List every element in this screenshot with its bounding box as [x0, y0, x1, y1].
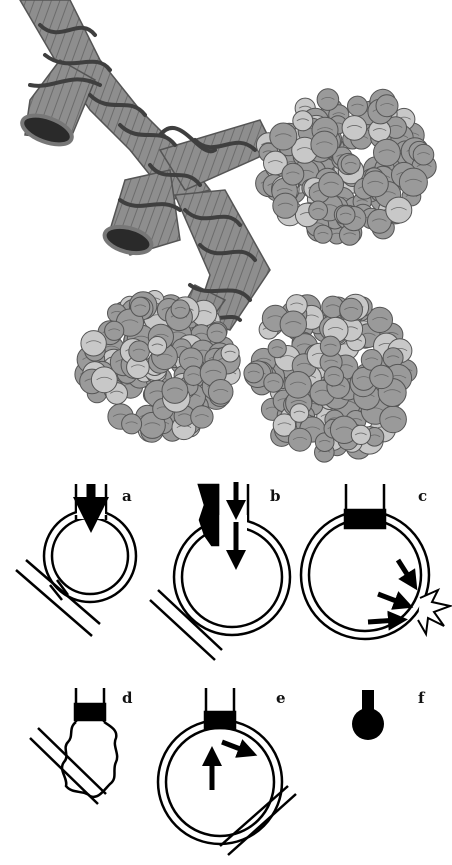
alveolus	[290, 404, 309, 423]
alveolus	[319, 172, 344, 197]
alveolus	[148, 337, 167, 356]
panel-f: f	[352, 689, 426, 740]
alveolus	[324, 367, 343, 386]
panel-e-plug	[205, 712, 235, 728]
alveolus	[399, 168, 427, 196]
alveolus	[314, 225, 332, 243]
alveolus	[376, 95, 398, 117]
panel-c-arrow-3	[368, 620, 398, 622]
alveolus	[221, 344, 239, 362]
panel-a-label: a	[122, 487, 132, 505]
alveolus	[320, 336, 340, 356]
panel-e-label: e	[276, 689, 286, 707]
alveolus	[374, 139, 401, 166]
panel-b-label: b	[270, 487, 281, 505]
panel-b-alveolus-outer	[174, 519, 290, 635]
alveolus	[171, 300, 189, 318]
alveolus	[351, 425, 370, 444]
alveolus	[268, 340, 286, 358]
alveolus	[162, 378, 188, 404]
panel-a: a	[16, 484, 136, 636]
alveolus	[191, 406, 213, 428]
alveolus	[273, 193, 298, 218]
panel-f-label: f	[418, 689, 426, 707]
alveolus	[413, 144, 434, 165]
alveolar-cluster-upper-right	[256, 89, 437, 245]
alveolus	[317, 89, 339, 111]
alveolar-cluster-lower-right	[244, 294, 417, 462]
alveolus	[288, 428, 311, 451]
alveolus	[309, 201, 328, 220]
panel-f-collapsed-alveolus	[352, 708, 384, 740]
panel-d-label: d	[122, 689, 133, 707]
panel-c-rupture	[418, 590, 450, 634]
alveolus	[105, 321, 124, 340]
alveolus	[270, 123, 297, 150]
alveolus	[362, 171, 388, 197]
alveolus	[348, 96, 368, 116]
alveolus	[285, 372, 312, 399]
alveolus	[293, 111, 313, 131]
panel-e-alveolus-outer	[158, 720, 282, 844]
panel-b: b	[150, 482, 290, 660]
alveolus	[341, 155, 360, 174]
alveolus	[342, 116, 367, 141]
alveolus	[81, 331, 106, 356]
bronchial-tree-illustration	[18, 0, 436, 462]
panel-d: d	[30, 688, 133, 804]
alveolus	[131, 297, 150, 316]
alveolus	[129, 341, 150, 362]
alveolus	[340, 298, 363, 321]
alveolus	[264, 373, 283, 392]
panel-e: e	[158, 688, 296, 855]
alveolus	[91, 367, 117, 393]
alveolus	[370, 365, 393, 388]
panel-d-plug	[75, 704, 105, 720]
panel-c: c	[301, 484, 450, 639]
alveolar-cluster-lower-left	[75, 291, 240, 443]
alveolus	[311, 131, 338, 158]
panel-c-label: c	[418, 487, 427, 505]
alveolus	[386, 197, 412, 223]
alveolus	[282, 163, 304, 185]
alveolus	[336, 206, 355, 225]
alveolus	[122, 414, 142, 434]
alveolus	[280, 311, 306, 337]
alveolus	[208, 380, 233, 405]
alveolus	[244, 363, 264, 383]
alveolus	[380, 406, 407, 433]
alveolus	[207, 323, 226, 342]
panel-c-plug	[345, 510, 385, 528]
